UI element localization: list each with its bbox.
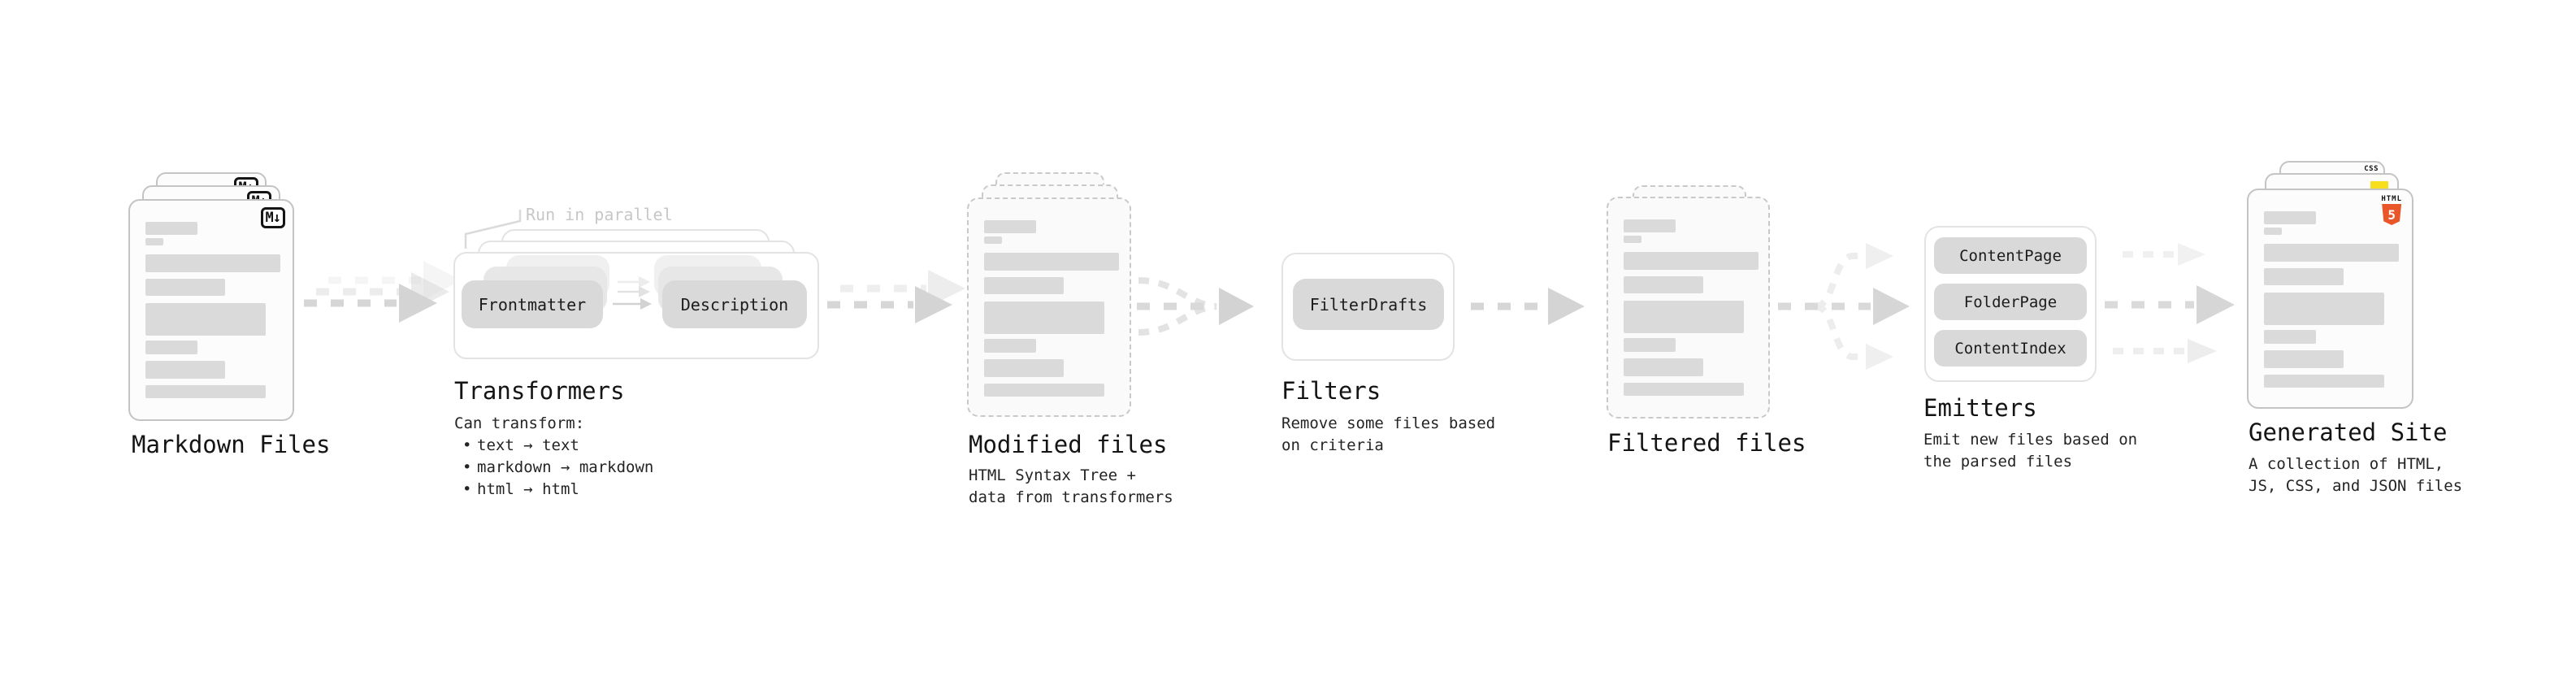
skeleton-bar xyxy=(984,236,1002,244)
stage-description: Can transform: • text → text • markdown → … xyxy=(454,413,653,501)
bullet-icon: • xyxy=(462,480,472,498)
desc-line: JS, CSS, and JSON files xyxy=(2249,477,2463,495)
desc-line: Can transform: xyxy=(454,414,585,432)
flow-arrow-diverge-icon xyxy=(1778,243,1910,370)
skeleton-bar xyxy=(984,359,1064,377)
callout-leader-line-icon xyxy=(464,210,522,249)
bullet-item: • markdown → markdown xyxy=(454,457,653,479)
bullet-item: • text → text xyxy=(454,435,653,457)
stage-label: Modified files xyxy=(969,431,1168,458)
bullet-text: markdown → markdown xyxy=(477,458,654,476)
stage-label: Emitters xyxy=(1923,394,2037,422)
desc-line: Remove some files based xyxy=(1281,414,1496,432)
emitter-node-folderpage: FolderPage xyxy=(1934,284,2087,320)
node-arrow-icon xyxy=(618,276,650,288)
skeleton-bar xyxy=(2264,375,2384,388)
stage-label: Transformers xyxy=(454,377,625,405)
skeleton-bar xyxy=(1624,301,1744,333)
skeleton-bar xyxy=(1624,236,1641,243)
emitter-list: ContentPage FolderPage ContentIndex xyxy=(1924,226,2097,382)
filter-node-filterdrafts: FilterDrafts xyxy=(1293,279,1444,330)
skeleton-bar xyxy=(1624,219,1676,232)
markdown-icon: M↓ xyxy=(260,207,285,228)
html5-shield: 5 xyxy=(2382,204,2402,225)
skeleton-bar xyxy=(1624,338,1676,352)
run-in-parallel-callout: Run in parallel xyxy=(526,205,673,224)
skeleton-bar xyxy=(145,279,225,296)
desc-line: data from transformers xyxy=(969,488,1173,506)
bullet-icon: • xyxy=(462,436,472,454)
modified-document xyxy=(967,197,1131,417)
stage-description: A collection of HTML, JS, CSS, and JSON … xyxy=(2249,453,2462,497)
stage-description: Remove some files based on criteria xyxy=(1281,413,1495,457)
bullet-text: html → html xyxy=(477,480,579,498)
skeleton-bar xyxy=(145,385,266,398)
generated-document: HTML 5 xyxy=(2247,189,2413,409)
skeleton-bar xyxy=(984,384,1104,397)
doc-content-skeleton xyxy=(969,199,1130,397)
desc-line: the parsed files xyxy=(1923,453,2073,471)
flow-arrow-fanout-icon xyxy=(2105,243,2235,363)
emitter-node-contentpage: ContentPage xyxy=(1934,237,2087,274)
desc-line: A collection of HTML, xyxy=(2249,455,2444,473)
stage-label: Markdown Files xyxy=(132,431,331,458)
node-arrow-icon xyxy=(618,286,650,297)
skeleton-bar xyxy=(984,220,1036,233)
css-label: CSS xyxy=(2364,165,2379,173)
stage-description: Emit new files based on the parsed files xyxy=(1923,429,2137,473)
flow-arrow-parallel-icon xyxy=(304,261,462,323)
skeleton-bar xyxy=(145,303,266,336)
skeleton-bar xyxy=(2264,268,2344,285)
filtered-document xyxy=(1607,197,1770,419)
doc-content-skeleton xyxy=(1608,198,1768,396)
stage-description: HTML Syntax Tree + data from transformer… xyxy=(969,465,1173,509)
skeleton-bar xyxy=(984,253,1119,271)
bullet-icon: • xyxy=(462,458,472,476)
skeleton-bar xyxy=(145,238,163,245)
flow-arrow-single-icon xyxy=(1471,288,1585,325)
doc-content-skeleton xyxy=(130,201,293,398)
skeleton-bar xyxy=(145,361,225,379)
stage-label: Filtered files xyxy=(1607,429,1806,457)
stage-label: Filters xyxy=(1281,377,1381,405)
bullet-item: • html → html xyxy=(454,479,653,501)
stage-label: Generated Site xyxy=(2249,419,2448,446)
skeleton-bar xyxy=(2264,330,2316,344)
skeleton-bar xyxy=(145,340,197,354)
transformer-node-description: Description xyxy=(662,280,807,328)
markdown-document: M↓ xyxy=(128,199,294,421)
desc-line: HTML Syntax Tree + xyxy=(969,466,1136,484)
bullet-text: text → text xyxy=(477,436,579,454)
skeleton-bar xyxy=(145,222,197,235)
skeleton-bar xyxy=(984,277,1064,294)
skeleton-bar xyxy=(1624,276,1703,293)
skeleton-bar xyxy=(2264,228,2282,235)
skeleton-bar xyxy=(984,339,1036,353)
skeleton-bar xyxy=(2264,350,2344,368)
skeleton-bar xyxy=(2264,244,2399,262)
skeleton-bar xyxy=(145,254,280,272)
transformer-node-frontmatter: Frontmatter xyxy=(462,280,603,328)
flow-arrow-converge-icon xyxy=(1137,277,1254,336)
skeleton-bar xyxy=(2264,211,2316,224)
skeleton-bar xyxy=(2264,293,2384,325)
desc-line: on criteria xyxy=(1281,436,1384,454)
skeleton-bar xyxy=(984,301,1104,334)
skeleton-bar xyxy=(1624,252,1759,270)
skeleton-bar xyxy=(1624,383,1744,396)
flow-arrow-double-icon xyxy=(827,270,965,323)
node-arrow-icon xyxy=(613,298,652,310)
doc-content-skeleton xyxy=(2249,190,2412,388)
skeleton-bar xyxy=(1624,358,1703,376)
html5-label: HTML xyxy=(2381,195,2402,203)
emitter-node-contentindex: ContentIndex xyxy=(1934,330,2087,367)
html5-icon: HTML 5 xyxy=(2381,195,2402,225)
desc-line: Emit new files based on xyxy=(1923,431,2138,449)
